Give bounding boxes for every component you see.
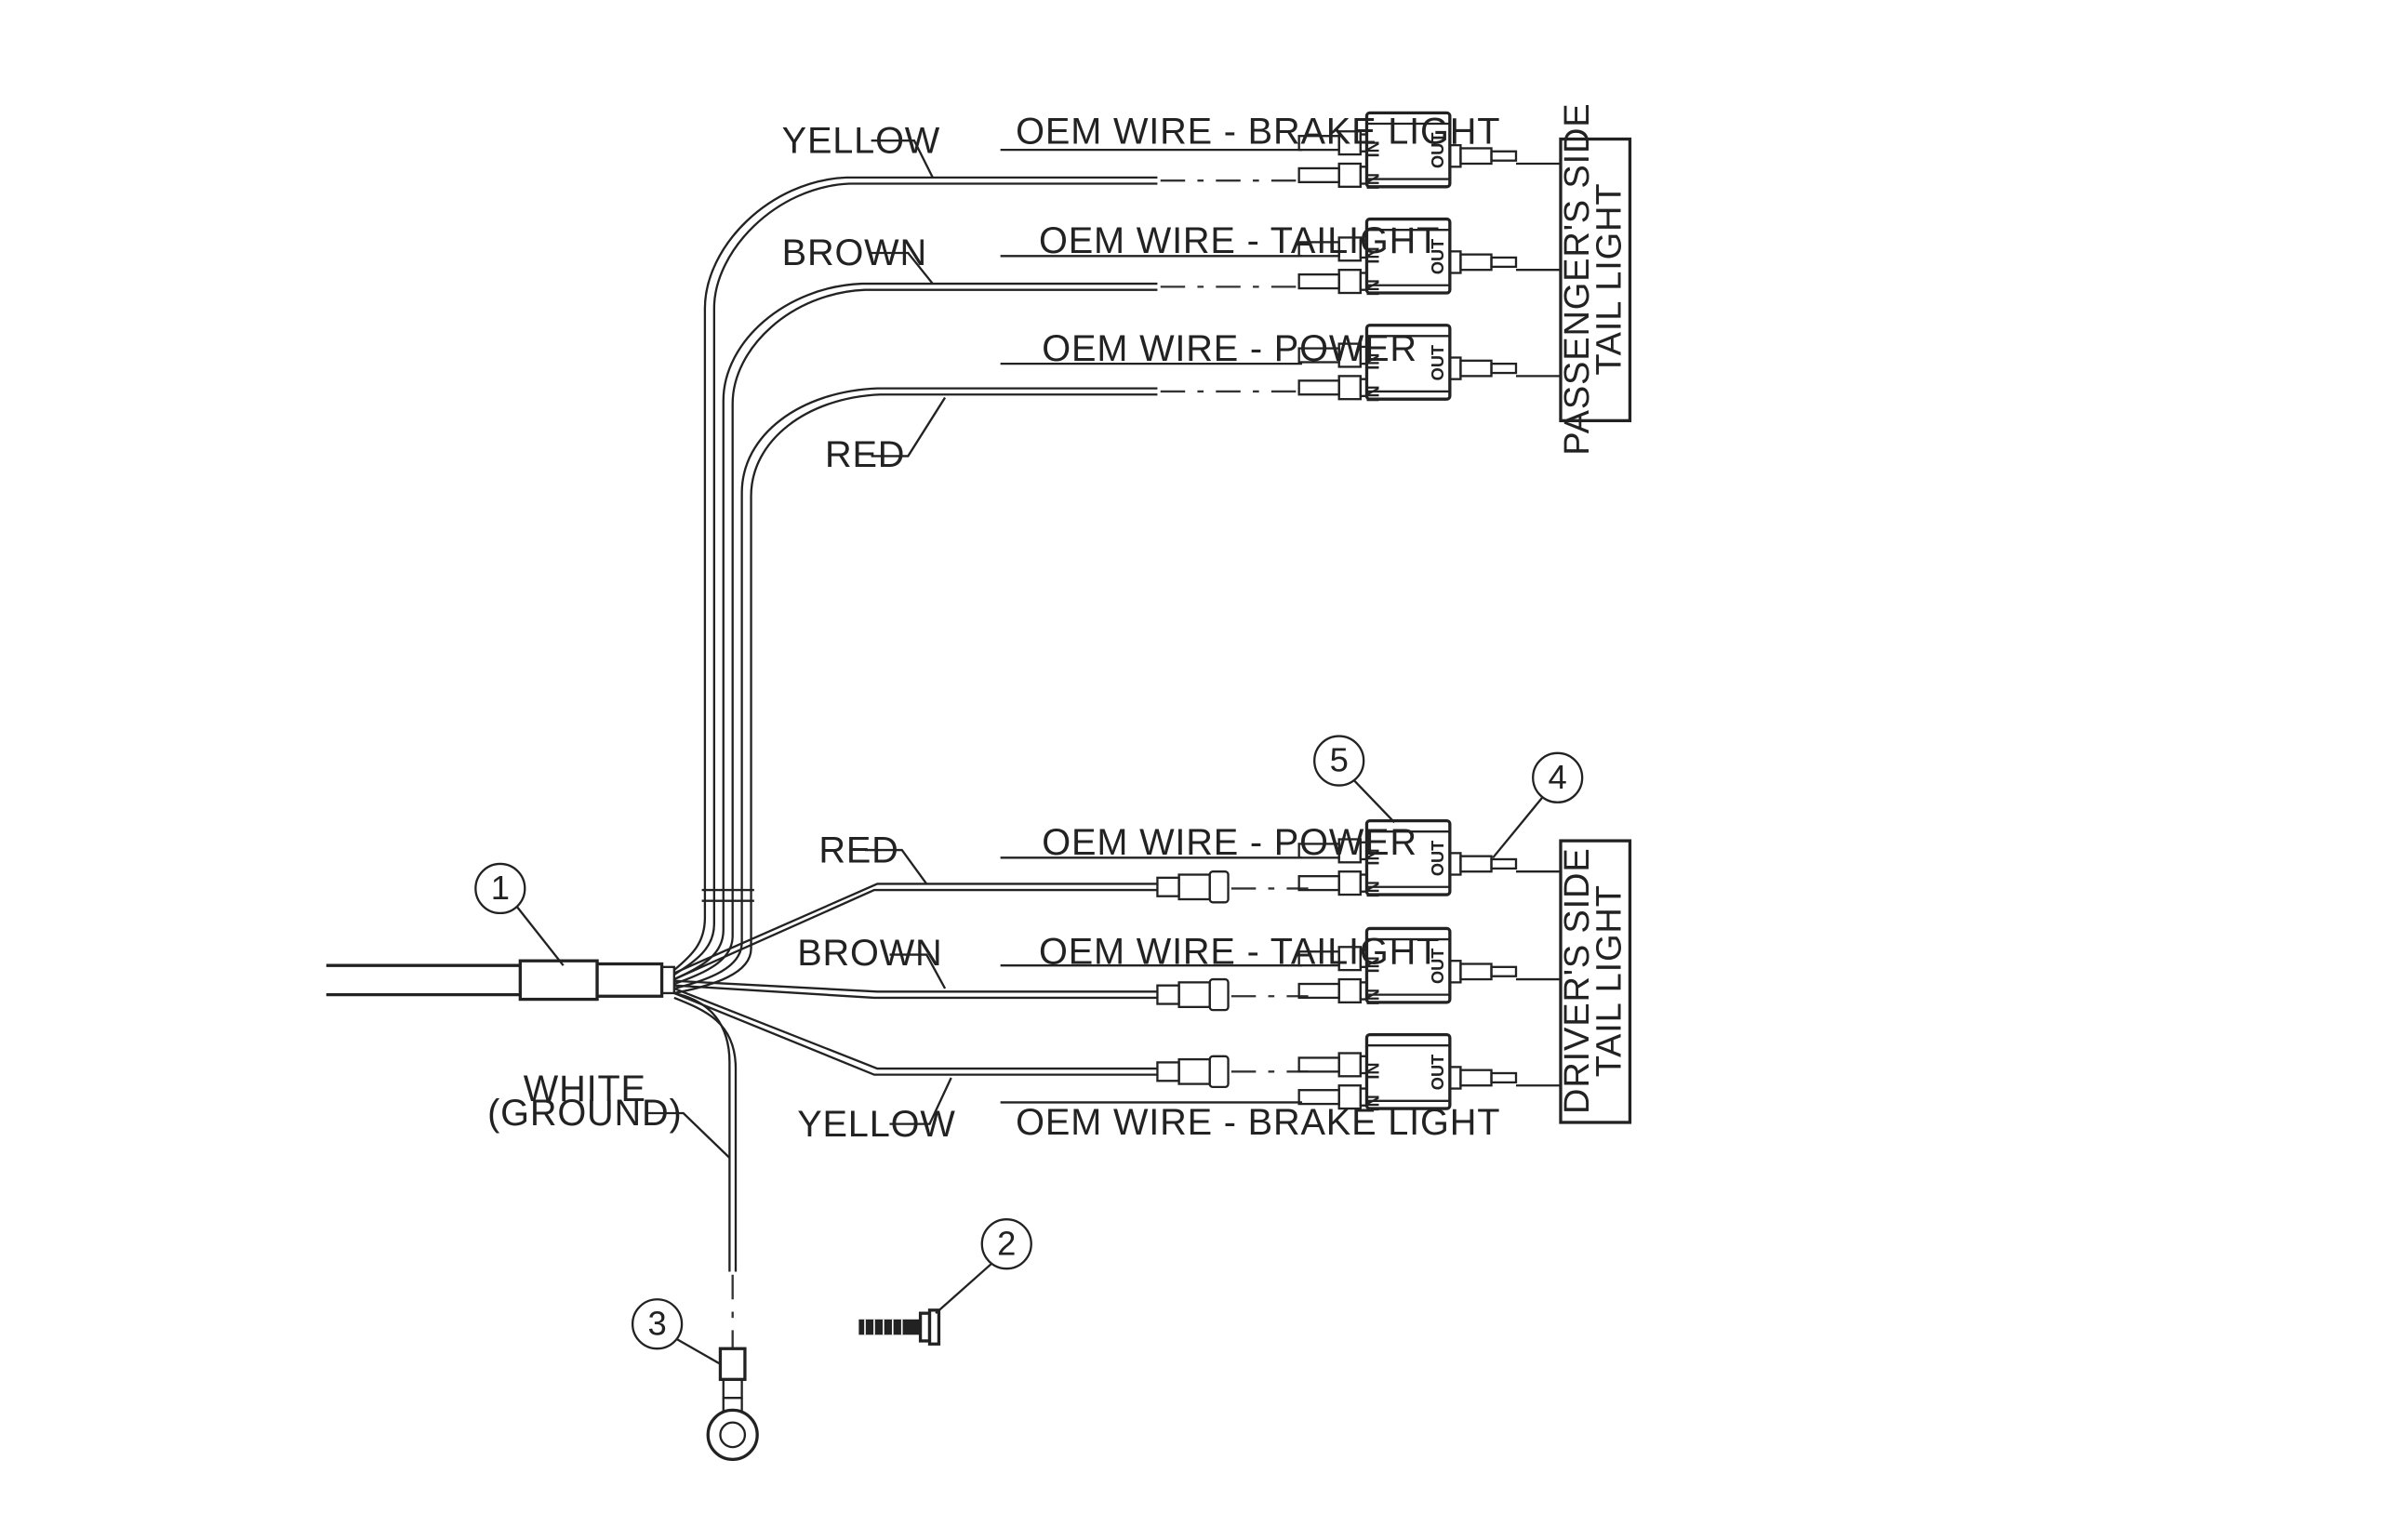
connector-in-label: IN — [1364, 989, 1383, 1005]
balloon-4: 4 — [1492, 751, 1584, 859]
driver-harness-wires — [673, 883, 1158, 1272]
yellow-label-bottom: YELLOW — [797, 1104, 955, 1145]
oem-power-label-top: OEM WIRE - POWER — [1042, 328, 1417, 369]
passenger-tail-light-label: TAIL LIGHT — [1590, 183, 1629, 376]
driver-side-label: DRIVER'S SIDE — [1558, 847, 1597, 1114]
balloon-3: 3 — [631, 1298, 722, 1365]
driver-power-connector: IN IN OUT — [1297, 818, 1518, 897]
connector-in-label: IN — [1364, 1062, 1383, 1079]
wire-labels: YELLOW BROWN RED RED BROWN YELLOW WHITE … — [487, 111, 1500, 1159]
connector-in-label: IN — [1364, 881, 1383, 897]
red-label-top: RED — [825, 434, 905, 475]
balloon-5-number: 5 — [1330, 741, 1349, 779]
yellow-female-terminal — [1156, 1055, 1230, 1089]
oem-power-label-bottom: OEM WIRE - POWER — [1042, 822, 1417, 863]
connector-in-label: IN — [1364, 956, 1383, 973]
connector-out-label: OUT — [1429, 1055, 1447, 1090]
balloon-2: 2 — [935, 1218, 1032, 1315]
connector-out-label: OUT — [1429, 345, 1447, 380]
driver-side-box: DRIVER'S SIDE TAIL LIGHT — [1558, 839, 1632, 1124]
main-cable — [326, 959, 675, 1002]
passenger-power-connector: IN IN OUT — [1297, 324, 1518, 402]
connector-out-label: OUT — [1429, 949, 1447, 984]
ground-ring-terminal — [706, 1274, 759, 1462]
passenger-side-label: PASSENGER'S SIDE — [1558, 102, 1597, 455]
connector-in-label: IN — [1364, 1095, 1383, 1111]
connector-in-label: IN — [1364, 246, 1383, 263]
connector-in-label: IN — [1364, 140, 1383, 157]
connector-out-label: OUT — [1429, 841, 1447, 876]
connector-in-label: IN — [1364, 385, 1383, 402]
connector-in-label: IN — [1364, 279, 1383, 296]
connector-in-label: IN — [1364, 353, 1383, 370]
passenger-side-box: PASSENGER'S SIDE TAIL LIGHT — [1558, 102, 1632, 456]
driver-tail-light-label: TAIL LIGHT — [1590, 884, 1629, 1077]
balloon-2-number: 2 — [997, 1224, 1016, 1262]
brown-label-bottom: BROWN — [797, 933, 942, 974]
balloon-3-number: 3 — [647, 1304, 666, 1342]
balloon-4-number: 4 — [1549, 758, 1567, 796]
passenger-tail-connector: IN IN OUT — [1297, 217, 1518, 296]
driver-brake-connector: IN IN OUT — [1297, 1032, 1518, 1111]
passenger-brake-connector: IN IN OUT — [1297, 111, 1518, 190]
connector-out-label: OUT — [1429, 239, 1447, 274]
balloon-1-number: 1 — [491, 869, 510, 907]
white-label-line1: WHITE — [524, 1069, 646, 1109]
oem-tail-label-bottom: OEM WIRE - TAILIGHT — [1039, 932, 1440, 973]
driver-tail-connector: IN IN OUT — [1297, 926, 1518, 1005]
balloon-1: 1 — [474, 862, 565, 966]
red-female-terminal — [1156, 870, 1230, 904]
bolt-part — [858, 1308, 941, 1346]
connector-in-label: IN — [1364, 848, 1383, 865]
passenger-harness-wires — [673, 176, 1158, 995]
connector-in-label: IN — [1364, 173, 1383, 190]
oem-brake-label-bottom: OEM WIRE - BRAKE LIGHT — [1016, 1102, 1500, 1143]
brown-female-terminal — [1156, 977, 1230, 1012]
oem-tail-label-top: OEM WIRE - TAILIGHT — [1039, 220, 1440, 261]
balloon-5: 5 — [1313, 735, 1396, 824]
oem-brake-label-top: OEM WIRE - BRAKE LIGHT — [1016, 111, 1500, 152]
yellow-label-top: YELLOW — [782, 120, 940, 161]
connector-out-label: OUT — [1429, 133, 1447, 168]
